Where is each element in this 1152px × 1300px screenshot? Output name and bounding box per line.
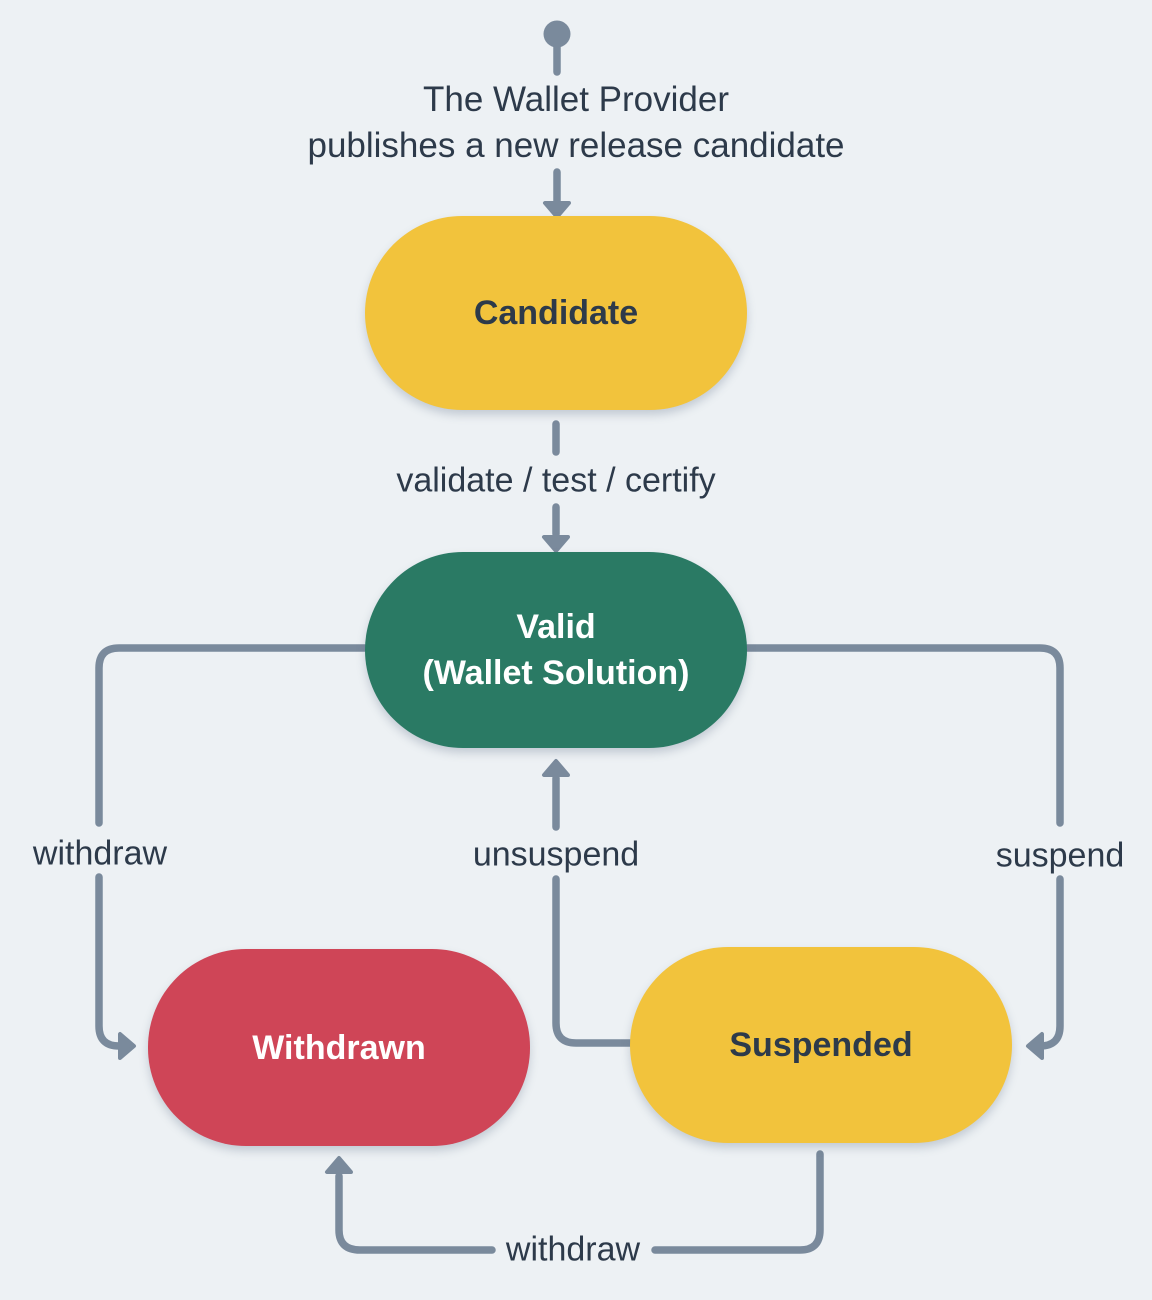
edge-label-unsuspend: unsuspend — [472, 835, 640, 874]
state-node-withdrawn: Withdrawn — [148, 949, 530, 1146]
arrowhead-down-icon — [542, 535, 570, 553]
arrowhead-up-icon — [325, 1156, 353, 1174]
state-node-label-line1: Valid — [516, 608, 596, 646]
edge-label-withdraw: withdraw — [505, 1230, 641, 1269]
edge-label-validate: validate / test / certify — [396, 461, 716, 500]
edge-suspend — [743, 644, 1064, 1060]
arrowhead-up-icon — [542, 759, 570, 777]
arrowhead-down-icon — [543, 201, 571, 219]
state-node-valid: Valid (Wallet Solution) — [365, 552, 747, 748]
state-node-suspended: Suspended — [630, 947, 1012, 1143]
state-node-label: Suspended — [729, 1026, 913, 1064]
state-node-label-line2: (Wallet Solution) — [422, 654, 690, 692]
edge-withdraw-bottom — [325, 1150, 824, 1254]
edge-validate — [542, 420, 570, 553]
arrowhead-left-icon — [1026, 1032, 1044, 1060]
start-marker-icon — [543, 20, 571, 76]
state-node-candidate: Candidate — [365, 216, 747, 410]
state-node-label: Candidate — [473, 294, 639, 332]
edge-withdraw-left — [95, 644, 369, 1060]
start-caption-line2: publishes a new release candidate — [307, 126, 845, 165]
edge-label-suspend: suspend — [995, 836, 1125, 875]
state-node-label: Withdrawn — [252, 1028, 426, 1067]
arrowhead-right-icon — [118, 1032, 136, 1060]
start-caption: The Wallet Provider publishes a new rele… — [0, 77, 1152, 169]
edge-unsuspend — [542, 759, 634, 1047]
edge-label-withdraw: withdraw — [32, 834, 168, 873]
edge-publish — [543, 168, 571, 219]
start-caption-line1: The Wallet Provider — [422, 80, 730, 119]
